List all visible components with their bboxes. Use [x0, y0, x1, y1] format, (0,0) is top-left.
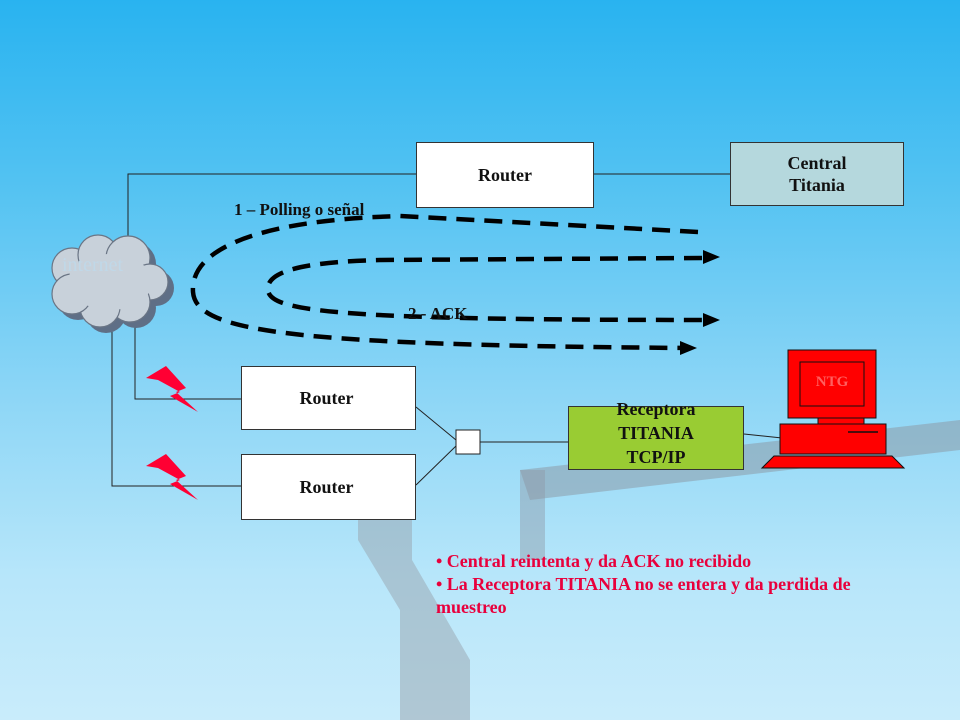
- router-bottom-label: Router: [299, 477, 354, 497]
- note-item-1: • Central reintenta y da ACK no recibido: [436, 551, 752, 571]
- central-titania-box: Central Titania: [730, 142, 904, 206]
- line-router-mid-hub: [415, 406, 457, 441]
- connection-lines: [111, 173, 783, 487]
- arrowhead-2: [703, 313, 720, 327]
- ack-label: 2 - ACK: [408, 304, 468, 323]
- logo-shape-left: [358, 518, 470, 720]
- receptora-label-line2: TITANIA: [618, 423, 694, 443]
- central-label-line2: Titania: [789, 175, 845, 195]
- monitor-label: NTG: [815, 374, 849, 390]
- polling-arrow: [190, 213, 713, 351]
- notes-list: • Central reintenta y da ACK no recibido…: [436, 550, 866, 619]
- receptora-label-line1: Receptora: [616, 399, 696, 419]
- hub: [455, 429, 481, 455]
- arrow-heads: [680, 250, 720, 355]
- keyboard: [760, 455, 906, 469]
- line-cloud-router-mid: [134, 325, 241, 400]
- line-router-bottom-hub: [415, 445, 457, 486]
- computer-base: [779, 423, 887, 455]
- arrowhead-1: [703, 250, 720, 264]
- router-bottom: Router: [241, 454, 416, 520]
- internet-cloud: [51, 234, 174, 333]
- router-top: Router: [416, 142, 594, 208]
- monitor-screen: [799, 361, 865, 407]
- monitor-stand: [817, 417, 865, 425]
- line-cloud-router-bottom: [111, 325, 241, 487]
- lightning-icon-1: [146, 366, 198, 412]
- arrowhead-3: [680, 341, 697, 355]
- logo-shape-vertical: [520, 470, 545, 560]
- polling-label: 1 – Polling o señal: [234, 200, 365, 219]
- central-label-line1: Central: [787, 153, 847, 173]
- line-receptora-computer: [743, 433, 783, 439]
- lightning-icon-3: [146, 454, 198, 500]
- router-mid-label: Router: [299, 388, 354, 408]
- computer-icon: [760, 349, 906, 469]
- line-cloud-router-top: [127, 173, 416, 245]
- receptora-titania-box: Receptora TITANIA TCP/IP: [568, 399, 744, 470]
- router-top-label: Router: [478, 165, 532, 185]
- internet-label: internet: [62, 254, 124, 276]
- note-item-2: • La Receptora TITANIA no se entera y da…: [436, 574, 851, 617]
- router-mid: Router: [241, 366, 416, 430]
- receptora-label-line3: TCP/IP: [626, 447, 686, 467]
